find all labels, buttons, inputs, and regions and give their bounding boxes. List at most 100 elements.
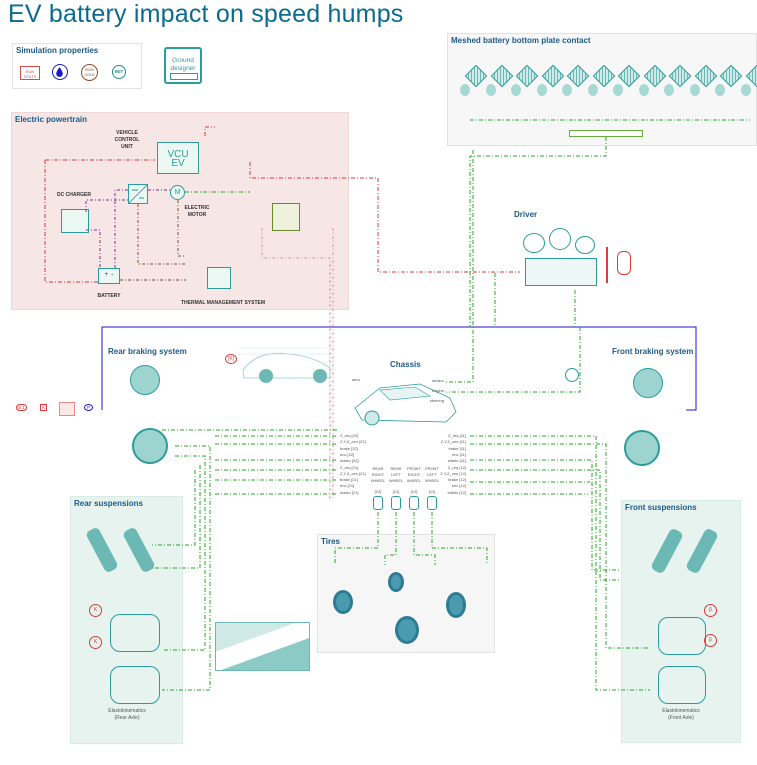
- chassis-port-right[interactable]: Z,Y,Z_cen [11]: [440, 439, 466, 445]
- front-brake-disc-bottom[interactable]: [624, 430, 660, 466]
- front-elastokinematics-lower[interactable]: [658, 666, 706, 704]
- car-icon: [354, 383, 457, 426]
- chassis-port-left[interactable]: elasto [22]: [340, 458, 359, 464]
- chassis-port-left[interactable]: enc [22]: [340, 451, 355, 457]
- input-b1: B 1: [16, 404, 27, 411]
- contact-point: [562, 84, 572, 96]
- rear-brake-disc-top[interactable]: [130, 365, 160, 395]
- aero-car[interactable]: [238, 340, 338, 388]
- rear-susp-input-1: K: [89, 604, 102, 617]
- tire-4[interactable]: [446, 592, 466, 618]
- rear-elastokinematics-lower[interactable]: [110, 666, 160, 704]
- thermal-block[interactable]: [207, 267, 231, 289]
- ground-designer-label: Ground designer: [170, 57, 196, 72]
- meshed-battery-label: Meshed battery bottom plate contact: [451, 36, 591, 45]
- chassis-port-right[interactable]: Z_req [11]: [448, 433, 466, 438]
- wheel-label: REAR RIGHT WHEEL: [370, 466, 386, 483]
- ground-icon: [170, 73, 198, 80]
- thermal-management-label: THERMAL MANAGEMENT SYSTEM: [180, 300, 266, 306]
- chassis-car[interactable]: [350, 378, 460, 430]
- chassis-port-right[interactable]: enc [12]: [451, 483, 466, 489]
- contact-point: [638, 84, 649, 96]
- driver-block[interactable]: [525, 258, 597, 286]
- chassis-port-left[interactable]: brake [21]: [340, 477, 358, 483]
- gain-k: K: [40, 404, 48, 411]
- rear-axle-caption: Elastokinematics (Rear Axle): [108, 708, 146, 721]
- wheel-id: [21]: [392, 489, 400, 494]
- rear-braking-label: Rear braking system: [108, 347, 187, 356]
- dc-charger-label: DC CHARGER: [57, 192, 91, 198]
- chassis-port-left[interactable]: elasto [21]: [340, 489, 359, 495]
- wheel-id: [11]: [428, 489, 436, 494]
- rear-suspensions-label: Rear suspensions: [74, 499, 143, 508]
- vcu-label: VCU: [167, 149, 189, 160]
- front-brake-disc-top[interactable]: [633, 368, 663, 398]
- contact-point: [536, 84, 547, 96]
- contact-point: [460, 84, 470, 96]
- chassis-port-right[interactable]: brake [12]: [448, 477, 466, 483]
- transmission-block[interactable]: [272, 203, 300, 231]
- tire-2[interactable]: [388, 572, 404, 592]
- driver-icon-route: [549, 228, 571, 250]
- steering-wheel[interactable]: [565, 368, 579, 382]
- wheel-connector[interactable]: [373, 496, 383, 510]
- chassis-port-right[interactable]: brake [11]: [448, 445, 467, 451]
- wheel-connector[interactable]: [427, 496, 437, 510]
- tire-3[interactable]: [395, 616, 419, 644]
- chassis-port-left[interactable]: Z,Y,Z_cen [21]: [340, 470, 366, 476]
- driver-label: Driver: [514, 210, 538, 219]
- contact-bus[interactable]: [569, 130, 643, 137]
- ground-designer-button[interactable]: Ground designer: [164, 47, 202, 84]
- electric-motor-block[interactable]: M: [170, 185, 185, 200]
- inverter-block[interactable]: [128, 184, 148, 204]
- rear-brake-disc-bottom[interactable]: [132, 428, 168, 464]
- chassis-port-left[interactable]: enc [21]: [340, 483, 355, 489]
- meshed-battery-panel: Meshed battery bottom plate contact: [447, 33, 757, 146]
- vcu-caption: VEHICLE CONTROL UNIT: [114, 130, 140, 150]
- chassis-port-steering[interactable]: steering: [429, 398, 444, 403]
- wheel-connector[interactable]: [391, 496, 401, 510]
- dc-charger-block[interactable]: [61, 209, 89, 233]
- front-suspensions-panel: Front suspensions: [621, 500, 741, 743]
- wheel-connector[interactable]: [409, 496, 419, 510]
- rear-susp-input-2: K: [89, 636, 102, 649]
- chassis-port-left[interactable]: Z,Y,Z_cen [22]: [340, 439, 366, 445]
- electric-motor-label: ELECTRIC MOTOR: [184, 205, 210, 218]
- aero-car-icon: [238, 347, 333, 383]
- driver-outputs: [617, 251, 631, 275]
- road-profile[interactable]: [215, 622, 310, 671]
- tire-1[interactable]: [333, 590, 353, 614]
- chassis-port-right[interactable]: elasto [11]: [447, 458, 466, 464]
- tires-label: Tires: [321, 537, 340, 546]
- chassis-port-right[interactable]: enc [11]: [452, 451, 466, 457]
- chassis-port-left[interactable]: Z_req [21]: [340, 464, 359, 470]
- chassis-port-right[interactable]: Z,Y,Z_cen [12]: [440, 470, 466, 476]
- rear-elastokinematics-upper[interactable]: [110, 614, 160, 652]
- wheel-id: [22]: [374, 489, 382, 494]
- lookup-table: [59, 402, 75, 416]
- chassis-port-engine[interactable]: engine: [431, 388, 444, 393]
- aero-port[interactable]: aero: [352, 377, 361, 382]
- wheel-label: FRONT RIGHT WHEEL: [406, 466, 422, 483]
- wheel-label: REAR LEFT WHEEL: [388, 466, 404, 483]
- chassis-port-sensor[interactable]: sensor: [431, 378, 444, 383]
- contact-point: [613, 84, 623, 96]
- iron-gold-button[interactable]: IRON GOLD: [81, 64, 98, 81]
- chassis-port-right[interactable]: Z_req [12]: [447, 464, 466, 470]
- wheel-id: [12]: [410, 489, 418, 494]
- chassis-port-left[interactable]: Z_req [22]: [340, 433, 359, 438]
- contact-point: [511, 84, 521, 96]
- chassis-port-right[interactable]: elasto [12]: [447, 489, 466, 495]
- converter-icon: [128, 184, 148, 204]
- contact-point: [689, 84, 700, 96]
- battery-block[interactable]: + -: [98, 268, 120, 284]
- contact-point: [664, 84, 674, 96]
- vcu-sublabel: EV: [171, 158, 185, 169]
- vcu-block[interactable]: VCU EV: [157, 142, 199, 174]
- init-button[interactable]: INIT: [112, 65, 126, 79]
- run-stats-button[interactable]: RUN STATS: [20, 66, 40, 80]
- chassis-port-left[interactable]: brake [22]: [340, 445, 358, 451]
- fluid-button[interactable]: [52, 64, 68, 80]
- aero-input: [K]: [225, 354, 238, 364]
